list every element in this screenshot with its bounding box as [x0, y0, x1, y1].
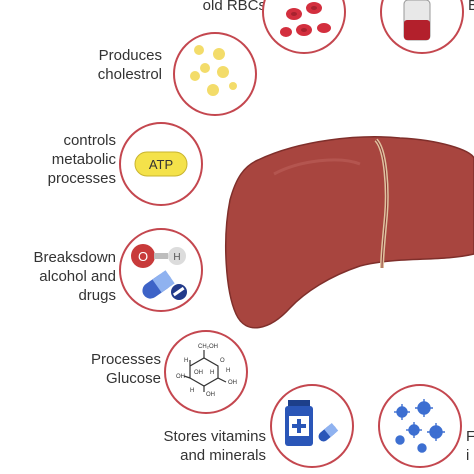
glucose-oh-label: OH	[194, 370, 203, 376]
glucose-circle: CH₂OH O H H OH OH H OH H OH	[164, 330, 248, 414]
blood-bag-icon	[403, 0, 431, 41]
label-metabolic: controls metabolic processes	[47, 132, 116, 187]
blood-bag-circle	[380, 0, 464, 54]
glucose-oh-label: OH	[176, 374, 185, 380]
cholesterol-circle	[173, 32, 257, 116]
hydrogen-atom-label: H	[173, 252, 180, 263]
atp-text: ATP	[149, 157, 173, 172]
glucose-h-label: H	[226, 368, 230, 374]
glucose-oh-label: OH	[206, 392, 215, 398]
atp-circle: ATP	[119, 122, 203, 206]
glucose-structure-icon: CH₂OH O H H OH OH H OH H OH	[176, 344, 237, 398]
oxygen-atom-label: O	[138, 249, 148, 264]
label-glucose: Processes Glucose	[90, 351, 161, 387]
atp-icon: ATP	[134, 151, 188, 177]
label-vitamins: Stores vitamins and minerals	[163, 428, 266, 464]
label-top-right: B	[468, 0, 474, 14]
virus-cluster-icon	[394, 399, 445, 453]
vitamins-circle	[270, 384, 354, 468]
glucose-h-label: H	[210, 370, 214, 376]
label-bottom-right: F i	[466, 428, 474, 464]
label-cholesterol: Produces cholestrol	[97, 47, 162, 83]
glucose-oh-label: OH	[228, 380, 237, 386]
red-blood-cells-icon	[280, 2, 331, 37]
rbc-circle	[262, 0, 346, 54]
glucose-h-label: H	[184, 358, 188, 364]
medicine-bottle-icon	[285, 400, 339, 446]
cholesterol-droplets-icon	[190, 45, 237, 96]
label-old-rbcs: old RBCs	[202, 0, 266, 14]
alcohol-circle: O H	[119, 228, 203, 312]
glucose-ch2oh-label: CH₂OH	[198, 344, 218, 350]
glucose-h-label: H	[190, 388, 194, 394]
glucose-ring-oxygen-label: O	[220, 358, 225, 364]
alcohol-and-pill-icon: O H	[131, 244, 187, 300]
virus-circle	[378, 384, 462, 468]
label-alcohol: Breaksdown alcohol and drugs	[33, 249, 116, 304]
